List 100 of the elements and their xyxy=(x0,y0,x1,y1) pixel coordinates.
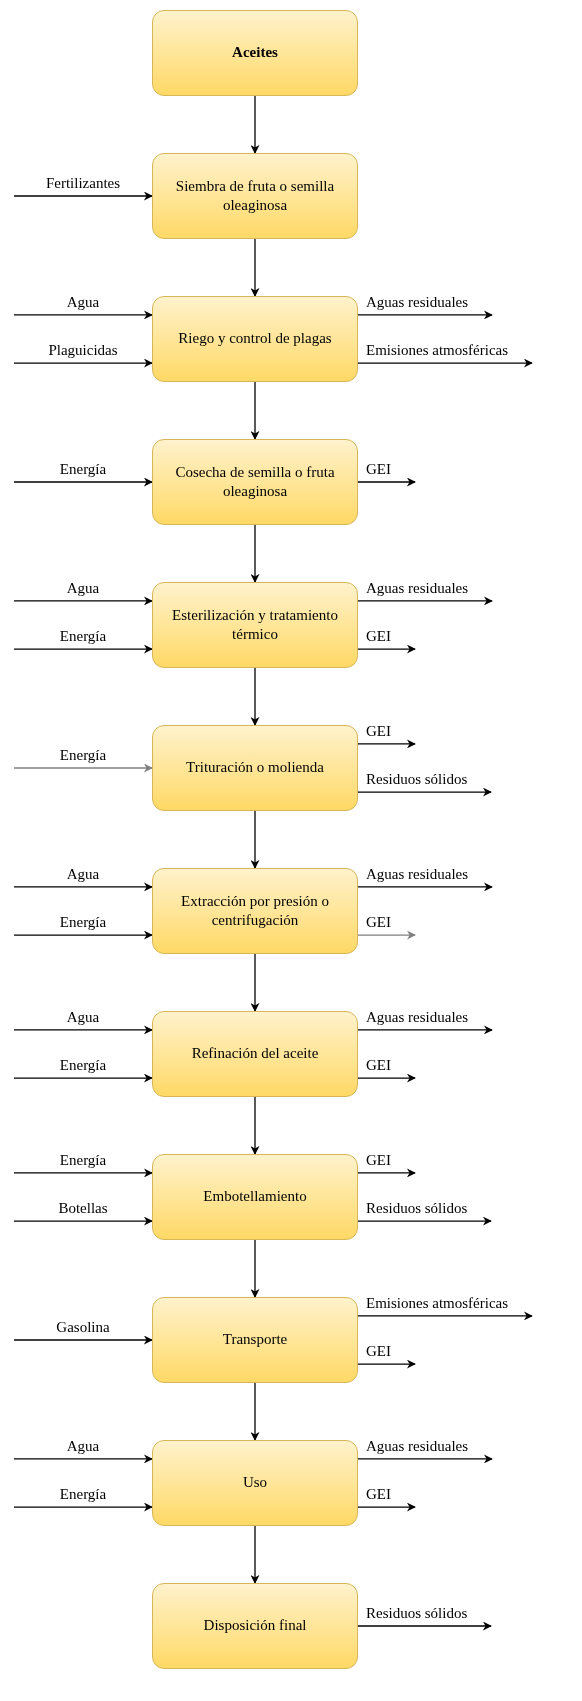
step-label: Extracción por presión o centrifugación xyxy=(180,891,330,930)
arrow xyxy=(357,1073,416,1083)
arrow xyxy=(13,191,153,201)
edge-label: Energía xyxy=(59,748,107,763)
arrow xyxy=(250,1525,260,1584)
process-box xyxy=(152,296,358,382)
edge-label: GEI xyxy=(366,1152,391,1168)
edge-label: Emisiones atmosféricas xyxy=(366,1295,509,1311)
arrow xyxy=(357,1168,416,1178)
arrow xyxy=(13,1335,153,1345)
arrow xyxy=(357,477,416,487)
arrow xyxy=(357,1454,493,1464)
process-box xyxy=(152,1297,358,1383)
edge-label: GEI xyxy=(366,629,391,645)
arrow xyxy=(13,1216,153,1226)
step-label: Cosecha de semilla o fruta oleaginosa xyxy=(174,462,336,501)
step-label: Esterilización y tratamiento térmico xyxy=(171,605,339,644)
arrow xyxy=(357,882,493,892)
arrow xyxy=(250,953,260,1012)
arrow xyxy=(357,1311,533,1321)
edge-label: Aguas residuales xyxy=(366,866,469,882)
process-box xyxy=(152,153,358,239)
process-box xyxy=(152,10,358,96)
arrow xyxy=(357,1502,416,1512)
edge-label: GEI xyxy=(366,723,391,739)
process-box xyxy=(152,1440,358,1526)
arrow xyxy=(250,1239,260,1298)
step-label: Aceites xyxy=(232,43,278,63)
edge-label: Energía xyxy=(59,915,107,931)
arrow xyxy=(13,1073,153,1083)
process-box xyxy=(152,439,358,525)
arrow xyxy=(250,381,260,440)
edge-label: Energía xyxy=(59,1058,107,1074)
edge-label: Aguas residuales xyxy=(366,580,469,596)
process-box xyxy=(152,582,358,668)
arrow xyxy=(357,930,416,940)
edge-label: Aguas residuales xyxy=(366,1438,469,1454)
arrow xyxy=(13,477,153,487)
process-box xyxy=(152,1011,358,1097)
arrow xyxy=(357,310,493,320)
edge-label: Energía xyxy=(59,1152,107,1168)
step-label: Uso xyxy=(242,1473,268,1493)
arrow xyxy=(357,1025,493,1035)
arrow xyxy=(13,358,153,368)
step-label: Riego y control de plagas xyxy=(178,329,332,349)
arrow xyxy=(250,667,260,726)
edge-label: Agua xyxy=(66,580,100,596)
arrow xyxy=(250,810,260,869)
edge-label: Residuos sólidos xyxy=(366,772,468,788)
step-label: Embotellamiento xyxy=(203,1187,307,1207)
arrow xyxy=(250,238,260,297)
arrow xyxy=(250,95,260,154)
edge-label: GEI xyxy=(366,1487,391,1503)
step-label: Siembra de fruta o semilla oleaginosa xyxy=(174,176,336,215)
edge-label: Fertilizantes xyxy=(45,176,121,191)
arrow xyxy=(357,358,533,368)
arrow xyxy=(357,1216,492,1226)
arrow xyxy=(357,596,493,606)
edge-label: Energía xyxy=(59,629,107,645)
process-box xyxy=(152,1583,358,1669)
step-label: Disposición final xyxy=(203,1616,307,1636)
arrow xyxy=(13,1502,153,1512)
arrow xyxy=(13,763,153,773)
edge-label: Agua xyxy=(66,1009,100,1025)
edge-label: Agua xyxy=(66,1438,100,1454)
arrow xyxy=(250,524,260,583)
edge-label: Agua xyxy=(66,294,100,310)
edge-label: GEI xyxy=(366,462,391,477)
edge-label: Agua xyxy=(66,866,100,882)
edge-label: GEI xyxy=(366,1058,391,1074)
edge-label: Energía xyxy=(59,462,107,477)
process-box xyxy=(152,868,358,954)
arrow xyxy=(13,1025,153,1035)
step-label: Trituración o molienda xyxy=(186,758,324,778)
arrow xyxy=(357,787,492,797)
edge-label: GEI xyxy=(366,915,391,931)
process-box xyxy=(152,1154,358,1240)
edge-label: GEI xyxy=(366,1344,391,1360)
arrow xyxy=(250,1382,260,1441)
arrow xyxy=(13,596,153,606)
process-box xyxy=(152,725,358,811)
step-label: Transporte xyxy=(222,1330,288,1350)
edge-label: Gasolina xyxy=(56,1320,110,1335)
arrow xyxy=(357,739,416,749)
arrow xyxy=(13,644,153,654)
arrow xyxy=(13,1454,153,1464)
edge-label: Emisiones atmosféricas xyxy=(366,343,509,359)
edge-label: Aguas residuales xyxy=(366,1009,469,1025)
edge-label: Plaguicidas xyxy=(48,343,118,359)
edge-label: Residuos sólidos xyxy=(366,1606,468,1621)
arrow xyxy=(250,1096,260,1155)
arrow xyxy=(13,882,153,892)
edge-label: Botellas xyxy=(58,1201,108,1217)
arrow xyxy=(13,310,153,320)
arrow xyxy=(357,644,416,654)
arrow xyxy=(13,1168,153,1178)
arrow xyxy=(357,1621,492,1631)
arrow xyxy=(357,1359,416,1369)
edge-label: Residuos sólidos xyxy=(366,1201,468,1217)
step-label: Refinación del aceite xyxy=(191,1044,319,1064)
